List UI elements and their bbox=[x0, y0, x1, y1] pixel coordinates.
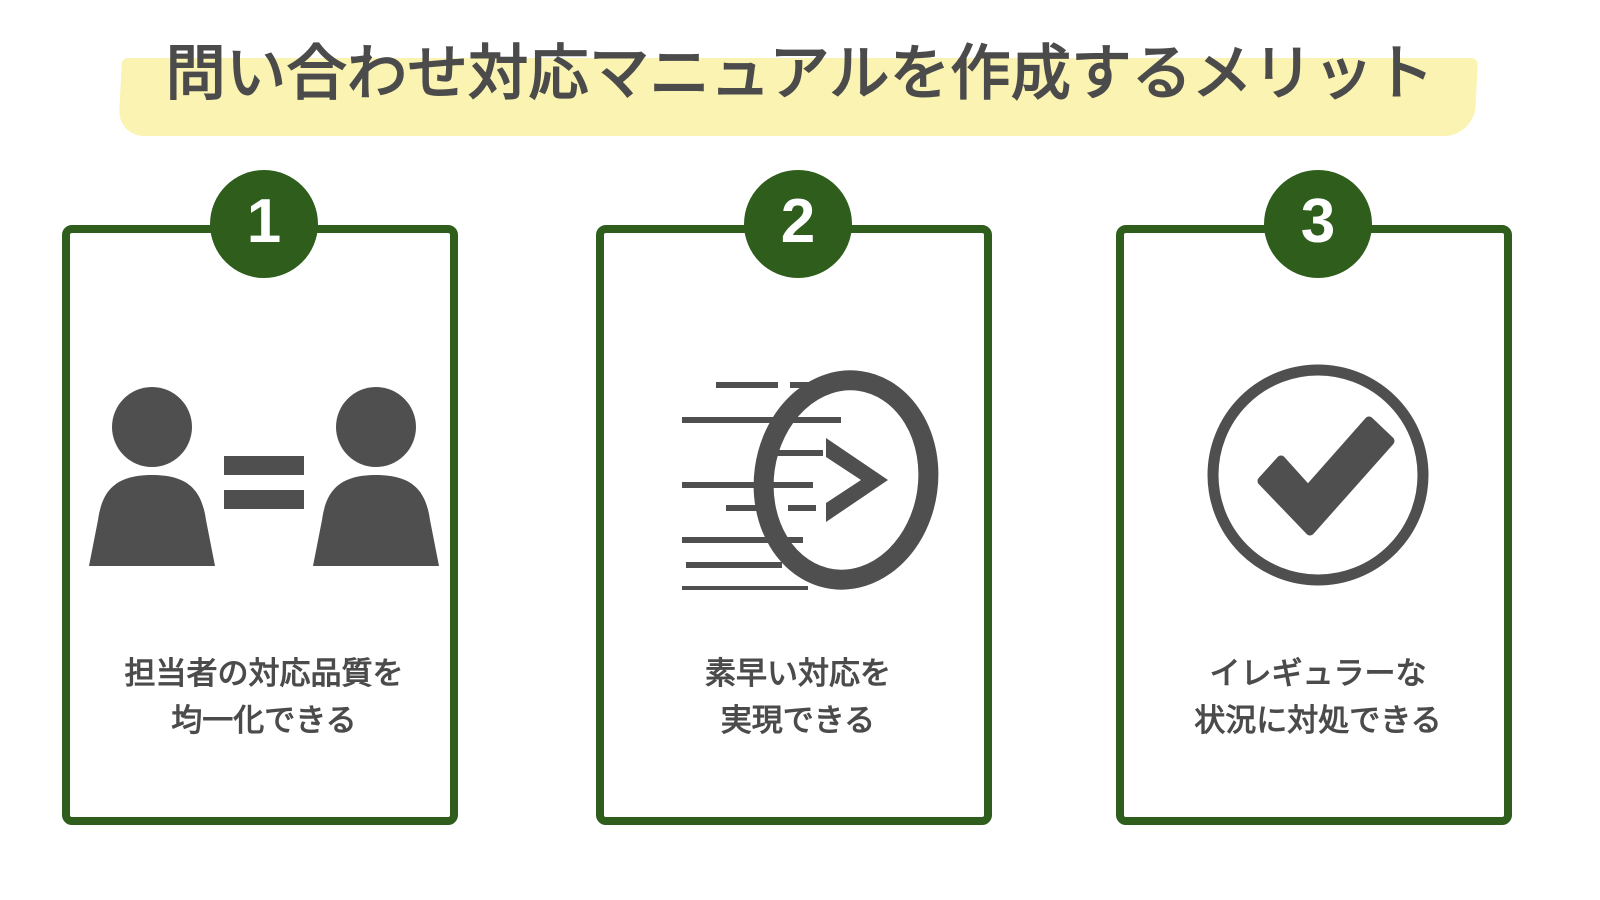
card-caption-2: 素早い対応を 実現できる bbox=[592, 650, 1004, 744]
card-number-badge-3: 3 bbox=[1264, 170, 1372, 278]
two-people-equals-icon bbox=[58, 350, 470, 600]
card-caption-line-1: 素早い対応を bbox=[705, 656, 891, 691]
page-title-block: 問い合わせ対応マニュアルを作成するメリット bbox=[0, 0, 1600, 160]
speed-arrow-icon bbox=[592, 350, 1004, 600]
card-caption-1: 担当者の対応品質を 均一化できる bbox=[58, 650, 470, 744]
card-caption-line-2: 実現できる bbox=[720, 703, 876, 739]
card-caption-3: イレギュラーな 状況に対処できる bbox=[1112, 650, 1524, 744]
card-number-badge-2: 2 bbox=[744, 170, 852, 278]
card-caption-line-2: 状況に対処できる bbox=[1194, 703, 1442, 739]
card-caption-line-2: 均一化できる bbox=[171, 703, 357, 739]
benefit-cards-row: 1 担当者の対応品質を 均一化できる 2 bbox=[0, 170, 1600, 870]
benefit-card-3[interactable]: 3 イレギュラーな 状況に対処できる bbox=[1112, 170, 1524, 870]
check-circle-icon bbox=[1112, 350, 1524, 600]
benefit-card-1[interactable]: 1 担当者の対応品質を 均一化できる bbox=[58, 170, 470, 870]
card-number-badge-1: 1 bbox=[210, 170, 318, 278]
page-title: 問い合わせ対応マニュアルを作成するメリット bbox=[165, 40, 1435, 107]
benefit-card-2[interactable]: 2 bbox=[592, 170, 1004, 870]
card-caption-line-1: 担当者の対応品質を bbox=[124, 656, 404, 691]
card-caption-line-1: イレギュラーな bbox=[1209, 656, 1427, 691]
